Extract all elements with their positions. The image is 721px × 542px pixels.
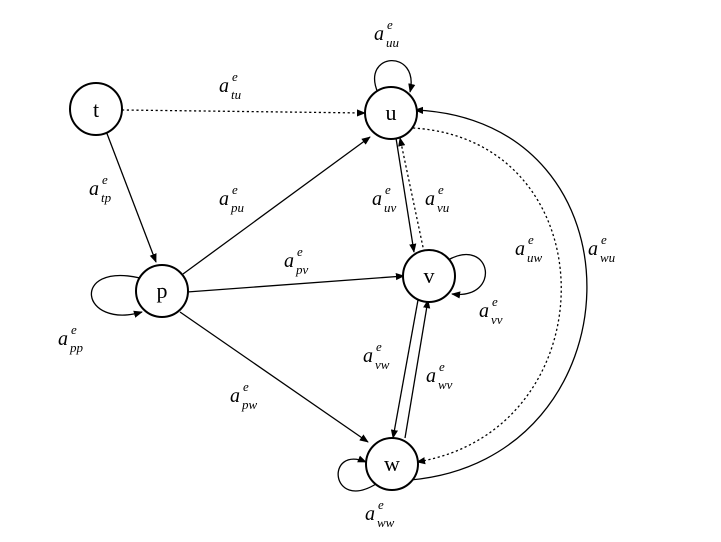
label-wv-base: a bbox=[426, 365, 436, 387]
label-vv-sub: vv bbox=[491, 312, 503, 327]
node-u-label: u bbox=[386, 100, 397, 125]
label-vu-sup: e bbox=[438, 182, 444, 197]
label-vu-sub: vu bbox=[437, 200, 450, 215]
label-pv: a e pv bbox=[284, 244, 309, 277]
label-pu-base: a bbox=[219, 188, 229, 210]
label-ww-sub: ww bbox=[377, 515, 395, 530]
label-uu-base: a bbox=[374, 23, 384, 45]
label-tu-base: a bbox=[219, 75, 229, 97]
label-wv: a e wv bbox=[426, 359, 453, 392]
edge-t-u bbox=[121, 109, 366, 117]
label-uv: a e uv bbox=[372, 182, 397, 215]
label-wu-base: a bbox=[588, 238, 598, 260]
node-v-label: v bbox=[424, 263, 435, 288]
edge-v-v bbox=[447, 253, 487, 299]
edge-w-v bbox=[404, 299, 431, 439]
label-pp-base: a bbox=[58, 328, 68, 350]
label-vw-base: a bbox=[363, 345, 373, 367]
label-pw-sub: pw bbox=[241, 397, 258, 412]
label-tp-sup: e bbox=[102, 172, 108, 187]
label-uw-sub: uw bbox=[527, 250, 543, 265]
label-wv-sub: wv bbox=[438, 377, 453, 392]
node-w-label: w bbox=[384, 451, 400, 476]
node-u: u bbox=[364, 86, 418, 140]
label-vv: a e vv bbox=[479, 294, 503, 327]
label-pw-sup: e bbox=[243, 379, 249, 394]
label-wv-sup: e bbox=[439, 359, 445, 374]
label-tp-sub: tp bbox=[101, 190, 112, 205]
label-uw-base: a bbox=[515, 238, 525, 260]
edge-p-p bbox=[90, 275, 143, 318]
label-pv-sup: e bbox=[297, 244, 303, 259]
label-uw: a e uw bbox=[515, 232, 543, 265]
edge-p-v bbox=[186, 273, 405, 293]
label-vv-base: a bbox=[479, 300, 489, 322]
label-vu: a e vu bbox=[425, 182, 450, 215]
node-v: v bbox=[402, 249, 456, 303]
node-w: w bbox=[365, 437, 419, 491]
label-pp-sup: e bbox=[71, 322, 77, 337]
edge-p-u bbox=[182, 136, 371, 275]
label-wu-sub: wu bbox=[600, 250, 616, 265]
label-uu-sub: uu bbox=[386, 35, 400, 50]
label-uv-sup: e bbox=[385, 182, 391, 197]
edge-u-u bbox=[374, 60, 416, 94]
label-ww-base: a bbox=[365, 503, 375, 525]
label-wu: a e wu bbox=[588, 232, 616, 265]
label-vw: a e vw bbox=[363, 339, 390, 372]
edge-w-u bbox=[409, 106, 588, 481]
label-vu-base: a bbox=[425, 188, 435, 210]
label-ww: a e ww bbox=[365, 497, 395, 530]
label-uv-sub: uv bbox=[384, 200, 397, 215]
label-tp-base: a bbox=[89, 178, 99, 200]
label-uv-base: a bbox=[372, 188, 382, 210]
label-pw: a e pw bbox=[230, 379, 258, 412]
edge-v-u bbox=[398, 137, 425, 253]
label-pp: a e pp bbox=[58, 322, 84, 355]
node-p: p bbox=[135, 264, 189, 318]
label-uu-sup: e bbox=[387, 17, 393, 32]
label-uu: a e uu bbox=[374, 17, 400, 50]
edge-p-w bbox=[179, 311, 369, 443]
label-pp-sub: pp bbox=[69, 340, 84, 355]
label-pv-sub: pv bbox=[295, 262, 309, 277]
label-wu-sup: e bbox=[601, 232, 607, 247]
label-tu-sub: tu bbox=[231, 87, 242, 102]
label-pu-sub: pu bbox=[230, 200, 245, 215]
edge-u-w bbox=[412, 127, 562, 465]
label-ww-sup: e bbox=[378, 497, 384, 512]
label-pv-base: a bbox=[284, 250, 294, 272]
label-uw-sup: e bbox=[528, 232, 534, 247]
edge-u-v bbox=[395, 137, 417, 253]
label-tu: a e tu bbox=[219, 69, 242, 102]
label-vv-sup: e bbox=[492, 294, 498, 309]
label-vw-sup: e bbox=[376, 339, 382, 354]
node-t: t bbox=[69, 82, 123, 136]
label-tu-sup: e bbox=[232, 69, 238, 84]
label-tp: a e tp bbox=[89, 172, 112, 205]
edge-v-w bbox=[390, 299, 419, 439]
label-pu: a e pu bbox=[219, 182, 245, 215]
edge-w-w bbox=[337, 455, 377, 492]
label-pu-sup: e bbox=[232, 182, 238, 197]
label-vw-sub: vw bbox=[375, 357, 390, 372]
edge-t-p bbox=[105, 130, 157, 263]
label-pw-base: a bbox=[230, 385, 240, 407]
node-t-label: t bbox=[93, 97, 99, 122]
node-p-label: p bbox=[157, 278, 168, 303]
